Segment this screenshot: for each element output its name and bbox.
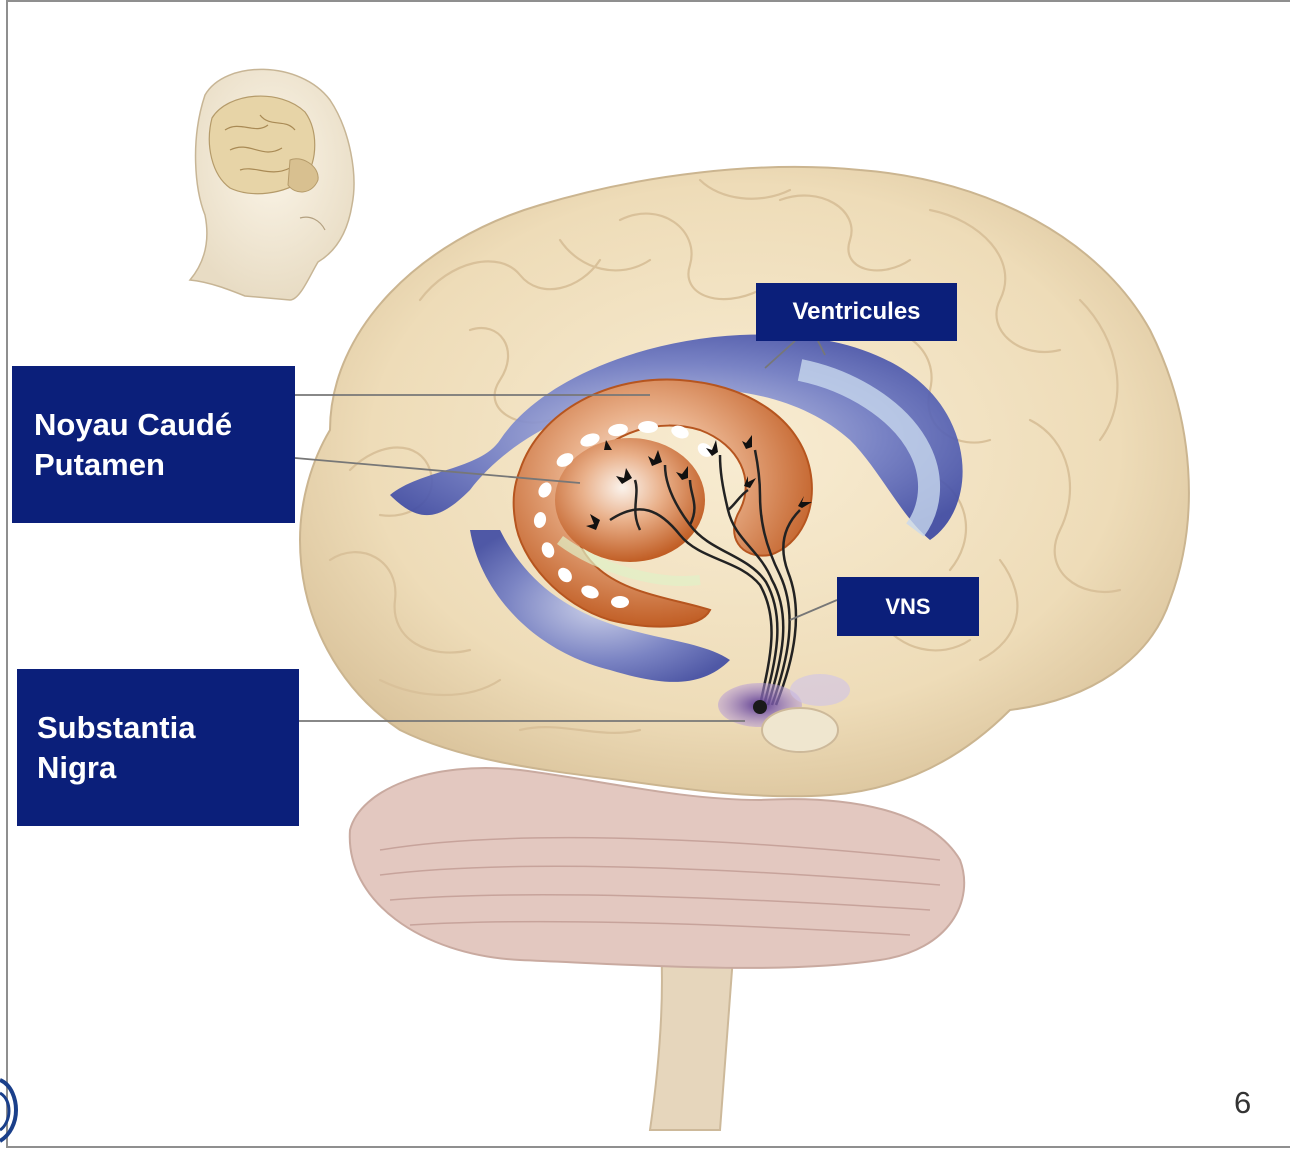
label-substantia: Substantia: [37, 708, 195, 748]
logo-icon: [0, 1075, 20, 1145]
label-nigra: Nigra: [37, 748, 195, 788]
midbrain: [762, 708, 838, 752]
putamen: [555, 438, 705, 562]
page-number: 6: [1234, 1085, 1251, 1121]
label-ventricules-text: Ventricules: [792, 298, 920, 326]
label-substantia-nigra: Substantia Nigra: [17, 669, 299, 826]
label-noyau-caude: Noyau Caudé: [34, 405, 232, 445]
label-vns: VNS: [837, 577, 979, 636]
label-vns-text: VNS: [885, 594, 930, 620]
label-ventricules: Ventricules: [756, 283, 957, 341]
head-inset: [190, 69, 354, 300]
label-noyau-caude-putamen: Noyau Caudé Putamen: [12, 366, 295, 523]
label-putamen: Putamen: [34, 445, 232, 485]
